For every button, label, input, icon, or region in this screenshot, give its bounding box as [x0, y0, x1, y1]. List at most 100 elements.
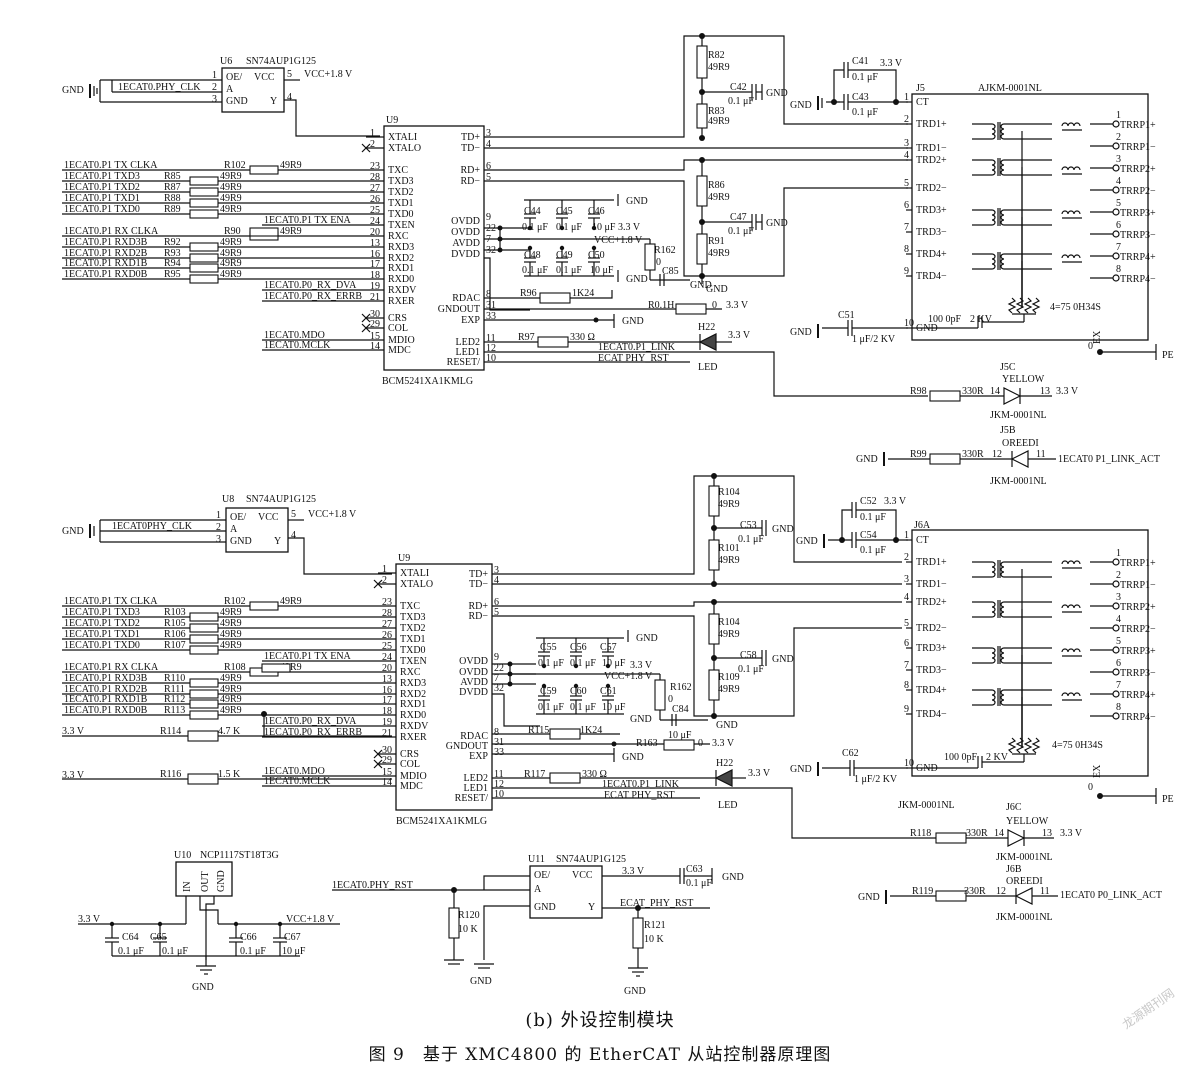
u9-pin-0: TD+ — [461, 132, 480, 143]
bottom-supply-decoupling: C55 C56 C57 0.1 μF 0.1 μF 10 μF C59 C60 … — [492, 630, 738, 731]
u9-pin-9: GNDOUT — [446, 741, 488, 752]
rj45-contact — [1112, 580, 1120, 588]
transformer-coil — [991, 566, 996, 573]
resistor-ref: R106 — [164, 629, 186, 640]
svg-text:0: 0 — [1088, 782, 1093, 793]
svg-text:H22: H22 — [698, 322, 715, 333]
mag-pin-label: TRD2+ — [916, 597, 947, 608]
u9-pin-crs: CRS — [388, 313, 407, 324]
svg-text:3: 3 — [216, 534, 221, 545]
choke-coil — [1061, 122, 1069, 127]
svg-text:GND: GND — [858, 892, 880, 903]
u9-pin-num: 29 — [382, 755, 392, 766]
choke-coil — [1067, 166, 1075, 171]
choke-coil — [1061, 166, 1069, 171]
svg-text:C42: C42 — [730, 82, 747, 93]
svg-text:GND: GND — [790, 764, 812, 775]
svg-text:IN: IN — [182, 881, 193, 892]
bob-smith-resistor — [1023, 737, 1033, 754]
mag-pin-label: TRRP3− — [1120, 668, 1156, 679]
svg-text:C66: C66 — [240, 932, 257, 943]
svg-text:10 μF: 10 μF — [282, 946, 306, 957]
svg-text:0.1 μF: 0.1 μF — [162, 946, 188, 957]
magjack-j5: J5 AJKM-0001NL CT1TRD1+2TRD1−3TRD2+4TRD2… — [904, 83, 1174, 361]
resistor-ref: R87 — [164, 182, 181, 193]
series-resistor — [189, 623, 219, 633]
choke-coil — [1073, 560, 1081, 565]
mag-pin-num: 5 — [1116, 198, 1121, 209]
svg-text:0.1 μF: 0.1 μF — [738, 664, 764, 675]
transformer-coil — [991, 561, 996, 568]
u9-pin-num: 32 — [494, 683, 504, 694]
u9-pin-num: 31 — [486, 300, 496, 311]
svg-text:GND: GND — [192, 982, 214, 993]
series-resistor — [189, 612, 219, 622]
net-label: 1ECAT0.MDO — [264, 330, 325, 341]
svg-text:R118: R118 — [910, 828, 931, 839]
series-resistor — [189, 634, 219, 644]
svg-text:Y: Y — [588, 902, 595, 913]
u9-pin-mdio: MDIO — [400, 771, 427, 782]
svg-text:1: 1 — [212, 70, 217, 81]
net-label: 1ECAT0.P1 TXD3 — [64, 171, 140, 182]
svg-text:3.3 V: 3.3 V — [622, 866, 645, 877]
resistor-ref: R85 — [164, 171, 181, 182]
mag-pin-num: 1 — [904, 92, 909, 103]
svg-text:C85: C85 — [662, 266, 679, 277]
u9-pin-rxd2: RXD2 — [400, 689, 426, 700]
u9-pin-rxd2: RXD2 — [388, 253, 414, 264]
transformer-coil — [991, 689, 996, 696]
rj45-contact — [1112, 646, 1120, 654]
choke-coil — [1061, 254, 1069, 259]
svg-text:4=75 0H34S: 4=75 0H34S — [1050, 302, 1101, 313]
svg-text:4: 4 — [287, 92, 292, 103]
svg-text:J6A: J6A — [914, 520, 931, 531]
resistor-ref: R103 — [164, 607, 186, 618]
net-label: 1ECAT0.P1 TX CLKA — [64, 160, 158, 171]
mag-pin-label: TRRP1− — [1120, 580, 1156, 591]
rj45-contact — [1112, 186, 1120, 194]
svg-text:1K24: 1K24 — [572, 288, 594, 299]
transformer-coil — [991, 159, 996, 166]
svg-text:R104: R104 — [718, 487, 740, 498]
u9-pin-num: 23 — [370, 161, 380, 172]
u9-pin-mdc: MDC — [388, 345, 411, 356]
mag-pin-num: 2 — [1116, 570, 1121, 581]
resistor-value: 49R9 — [280, 662, 302, 673]
svg-text:1ECAT0 P0_LINK_ACT: 1ECAT0 P0_LINK_ACT — [1060, 890, 1162, 901]
svg-text:11: 11 — [1036, 449, 1046, 460]
svg-text:C59: C59 — [540, 686, 557, 697]
net-label: 1ECAT0.P1 TXD1 — [64, 193, 140, 204]
series-resistor — [189, 274, 219, 284]
u9-pin-num: 22 — [494, 663, 504, 674]
svg-text:VCC+1.8 V: VCC+1.8 V — [594, 235, 643, 246]
mag-pin-label: TRD3− — [916, 665, 947, 676]
transformer-coil — [991, 164, 996, 171]
rj45-contact — [1112, 274, 1120, 282]
rj45-contact — [1112, 602, 1120, 610]
svg-text:0: 0 — [668, 694, 673, 705]
svg-text:R163: R163 — [636, 738, 658, 749]
u9-pin-num: 9 — [494, 652, 499, 663]
u6-buffer: U6 SN74AUP1G125 OE/ A GND VCC Y 1 2 3 5 … — [62, 56, 380, 137]
svg-text:13: 13 — [1042, 828, 1052, 839]
svg-text:5: 5 — [291, 509, 296, 520]
svg-text:C48: C48 — [524, 250, 541, 261]
svg-text:C55: C55 — [540, 642, 557, 653]
svg-text:2: 2 — [212, 82, 217, 93]
mag-pin-num: 7 — [904, 222, 909, 233]
resistor-ref: R108 — [224, 662, 246, 673]
resistor-ref: R113 — [164, 705, 185, 716]
svg-text:J5C: J5C — [1000, 362, 1016, 373]
u11-buffer: U11 SN74AUP1G125 OE/ A GND VCC Y 1ECAT0.… — [332, 854, 744, 997]
svg-text:J5B: J5B — [1000, 425, 1016, 436]
svg-text:C62: C62 — [842, 748, 859, 759]
svg-text:3.3 V: 3.3 V — [748, 768, 771, 779]
choke-coil — [1073, 122, 1081, 127]
series-resistor — [189, 710, 219, 720]
u9-pin-num: 28 — [382, 608, 392, 619]
u9-pin-num: 13 — [370, 238, 380, 249]
transformer-coil — [991, 571, 996, 578]
net-label: 1ECAT0.P0_RX_DVA — [264, 280, 357, 291]
